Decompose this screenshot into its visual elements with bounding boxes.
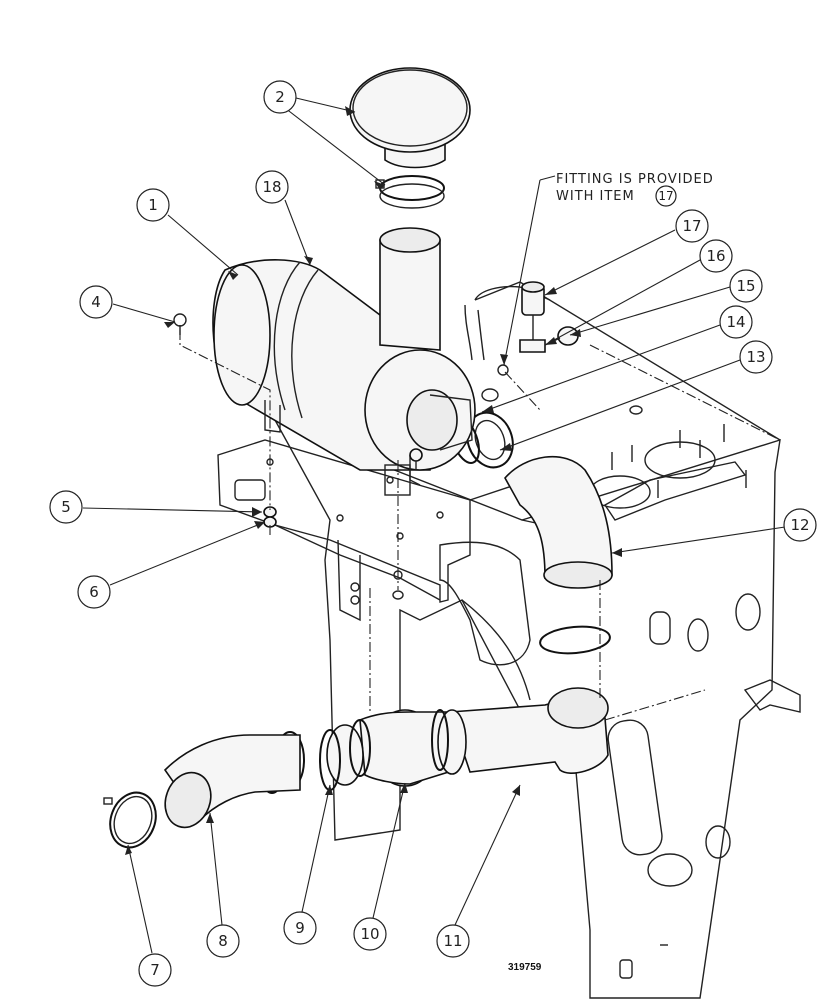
callout-14: 14	[719, 305, 753, 339]
upper-elbow-group	[439, 388, 613, 666]
rain-cap	[349, 67, 471, 153]
svg-text:15: 15	[736, 277, 755, 295]
svg-text:10: 10	[360, 925, 379, 943]
svg-text:5: 5	[61, 498, 71, 516]
callout-17: 17	[675, 209, 709, 243]
fitting-note: FITTING IS PROVIDED WITH ITEM 17	[556, 172, 714, 207]
air-cleaner	[212, 259, 476, 496]
svg-text:4: 4	[91, 293, 101, 311]
callout-5: 5	[49, 490, 83, 524]
adapter-13	[466, 411, 514, 469]
note-line-2: WITH ITEM	[556, 189, 635, 204]
svg-text:1: 1	[148, 196, 158, 214]
callout-2: 2	[263, 80, 297, 114]
svg-text:13: 13	[746, 348, 765, 366]
svg-text:6: 6	[89, 583, 99, 601]
callout-9: 9	[283, 911, 317, 945]
svg-text:11: 11	[443, 932, 462, 950]
note-ref-item: 17	[658, 189, 673, 203]
callout-12: 12	[783, 508, 817, 542]
elbow-opening	[547, 687, 609, 729]
elbow-12-outlet	[543, 561, 613, 589]
svg-text:7: 7	[150, 961, 160, 979]
restriction-indicator-group	[173, 281, 579, 376]
centerlines	[179, 330, 781, 721]
note-line-1: FITTING IS PROVIDED	[556, 172, 714, 187]
elbow-12	[504, 455, 613, 579]
lower-intake-tubes	[103, 625, 611, 849]
inlet-pipe	[379, 239, 441, 351]
frame-cutouts	[589, 441, 761, 887]
callout-1: 1	[136, 188, 170, 222]
svg-text:2: 2	[275, 88, 285, 106]
note-ref-bubble	[655, 185, 677, 207]
callout-11: 11	[436, 924, 470, 958]
hose-clamp-7	[109, 791, 157, 849]
callout-10: 10	[353, 917, 387, 951]
callout-18: 18	[255, 170, 289, 204]
leader-lines	[82, 97, 786, 954]
svg-text:18: 18	[262, 178, 281, 196]
callout-16: 16	[699, 239, 733, 273]
svg-text:17: 17	[682, 217, 701, 235]
screw-4	[173, 313, 187, 327]
callout-13: 13	[739, 340, 773, 374]
hose-clamp-upper	[539, 625, 611, 655]
svg-text:14: 14	[726, 313, 745, 331]
callout-8: 8	[206, 924, 240, 958]
callout-7: 7	[138, 953, 172, 987]
frame-studs	[611, 405, 747, 498]
callout-4: 4	[79, 285, 113, 319]
svg-text:12: 12	[790, 516, 809, 534]
svg-text:8: 8	[218, 932, 228, 950]
callout-15: 15	[729, 269, 763, 303]
air-cleaner-end-cap	[213, 264, 271, 406]
drawing-number: 319759	[508, 962, 542, 973]
hardware-nuts	[263, 448, 423, 528]
tee-fitting-16	[519, 339, 546, 353]
fitting-provided	[497, 364, 509, 376]
inlet-stack	[349, 67, 471, 351]
callout-6: 6	[77, 575, 111, 609]
svg-text:16: 16	[706, 247, 725, 265]
svg-text:9: 9	[295, 919, 305, 937]
